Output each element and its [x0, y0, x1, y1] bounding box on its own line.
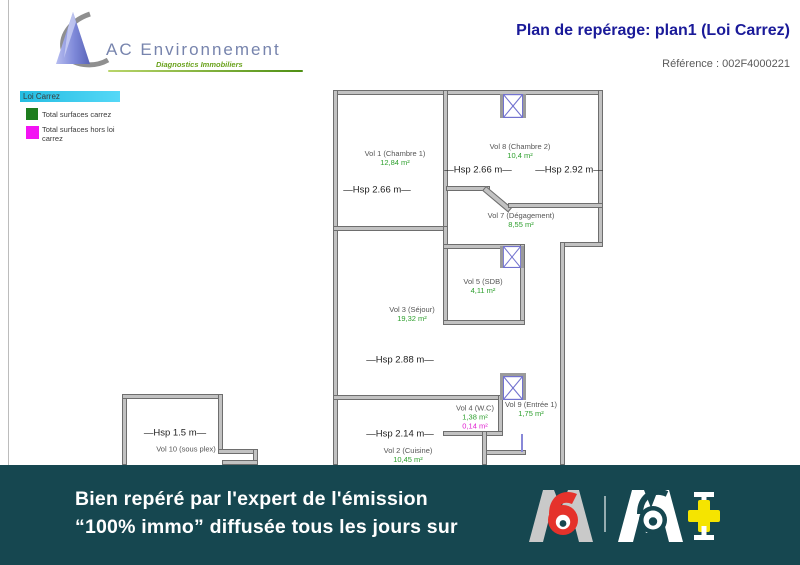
room-label-vol4: Vol 4 (W.C) 1,38 m² 0,14 m²: [456, 404, 494, 431]
room-label-vol9: Vol 9 (Entrée 1) 1,75 m²: [505, 400, 557, 418]
page-left-border: [8, 0, 9, 465]
wall-vol7-top: [508, 203, 603, 208]
wall-diagonal: [482, 186, 513, 213]
height-label-vol8-right: —Hsp 2.92 m—: [535, 164, 603, 176]
wall-right-step: [560, 242, 603, 247]
m6-logo-icon: [529, 490, 593, 542]
wall-vol5-bottom: [443, 320, 525, 325]
reference-number: Référence : 002F4000221: [662, 58, 790, 70]
room-label-vol2: Vol 2 (Cuisine) 10,45 m²: [384, 446, 433, 464]
legend-carrez-label: Total surfaces carrez: [42, 110, 112, 119]
room-area: 10,45 m²: [393, 455, 423, 464]
legend-carrez-swatch: [26, 108, 38, 120]
room-label-vol7: Vol 7 (Dégagement) 8,55 m²: [488, 211, 555, 229]
wall-vol1-vol8-divider: [443, 90, 448, 230]
wall-vol10-left: [122, 394, 127, 465]
height-label-vol2: —Hsp 2.14 m—: [366, 428, 434, 440]
room-name: Vol 9 (Entrée 1): [504, 400, 558, 409]
logo-graphic: [56, 11, 110, 68]
company-logo: AC Environnement Diagnostics Immobiliers: [38, 8, 308, 80]
promo-banner: Bien repéré par l'expert de l'émission “…: [0, 465, 800, 565]
wall-vol5-left: [443, 226, 448, 325]
banner-text: Bien repéré par l'expert de l'émission “…: [75, 485, 458, 541]
room-label-vol1: Vol 1 (Chambre 1) 12,84 m²: [365, 149, 426, 167]
room-area-hors: 0,14 m²: [462, 421, 488, 431]
room-label-vol10: Vol 10 (sous plex): [156, 445, 216, 454]
room-name: Vol 10 (sous plex): [156, 444, 216, 454]
wall-right-lower: [560, 242, 565, 465]
height-label-vol8-left: —Hsp 2.66 m—: [444, 164, 512, 176]
wall-vol1-bottom: [333, 226, 448, 231]
room-name: Vol 8 (Chambre 2): [489, 142, 551, 151]
room-area: 4,11 m²: [470, 286, 496, 295]
logo-underline: [108, 70, 303, 72]
room-name: Vol 4 (W.C): [456, 403, 494, 413]
window-icon: [500, 373, 526, 400]
room-name: Vol 1 (Chambre 1): [364, 149, 426, 158]
window-icon: [500, 246, 524, 268]
door-line: [521, 434, 523, 452]
height-label-vol10: —Hsp 1.5 m—: [143, 427, 207, 439]
wall-vol10-annex-top: [218, 449, 258, 454]
legend-title: Loi Carrez: [20, 91, 120, 102]
logo-tagline: Diagnostics Immobiliers: [156, 60, 243, 69]
logo-company-name: AC Environnement: [106, 40, 281, 59]
room-name: Vol 2 (Cuisine): [383, 446, 433, 455]
wall-sejour-bottom: [333, 395, 503, 400]
room-area: 1,75 m²: [518, 409, 544, 418]
wall-landing-bottom: [486, 450, 526, 455]
room-name: Vol 3 (Séjour): [389, 305, 435, 314]
room-area: 1,38 m²: [462, 412, 488, 422]
logo-cone: [56, 12, 90, 64]
m6plus-logo-icon: [618, 489, 720, 542]
room-label-vol3: Vol 3 (Séjour) 19,32 m²: [389, 305, 434, 323]
room-label-vol8: Vol 8 (Chambre 2) 10,4 m²: [490, 142, 551, 160]
room-area: 8,55 m²: [508, 220, 534, 229]
wall-vol10-right: [218, 394, 223, 454]
wall-kitchen-right: [482, 431, 487, 465]
banner-line2: “100% immo” diffusée tous les jours sur: [75, 516, 458, 538]
room-label-vol5: Vol 5 (SDB) 4,11 m²: [463, 277, 502, 295]
room-name: Vol 7 (Dégagement): [487, 211, 555, 220]
room-name: Vol 5 (SDB): [463, 277, 503, 286]
legend-hors-swatch: [26, 126, 39, 139]
page-title: Plan de repérage: plan1 (Loi Carrez): [516, 22, 790, 39]
wall-top: [333, 90, 603, 95]
logo-divider: [604, 496, 606, 532]
wall-vol10-annex-bottom: [222, 460, 258, 465]
wall-vol10-top: [122, 394, 223, 399]
room-area: 19,32 m²: [397, 314, 427, 323]
wall-left: [333, 90, 338, 465]
room-area: 10,4 m²: [507, 151, 533, 160]
wall-wc-bottom: [443, 431, 503, 436]
banner-line1: Bien repéré par l'expert de l'émission: [75, 488, 428, 510]
height-label-vol1: —Hsp 2.66 m—: [343, 184, 411, 196]
wall-wc-right: [498, 395, 503, 436]
height-label-vol3: —Hsp 2.88 m—: [366, 354, 434, 366]
room-area: 12,84 m²: [380, 158, 410, 167]
window-icon: [500, 94, 526, 118]
legend-hors-label: Total surfaces hors loi carrez: [42, 125, 115, 143]
